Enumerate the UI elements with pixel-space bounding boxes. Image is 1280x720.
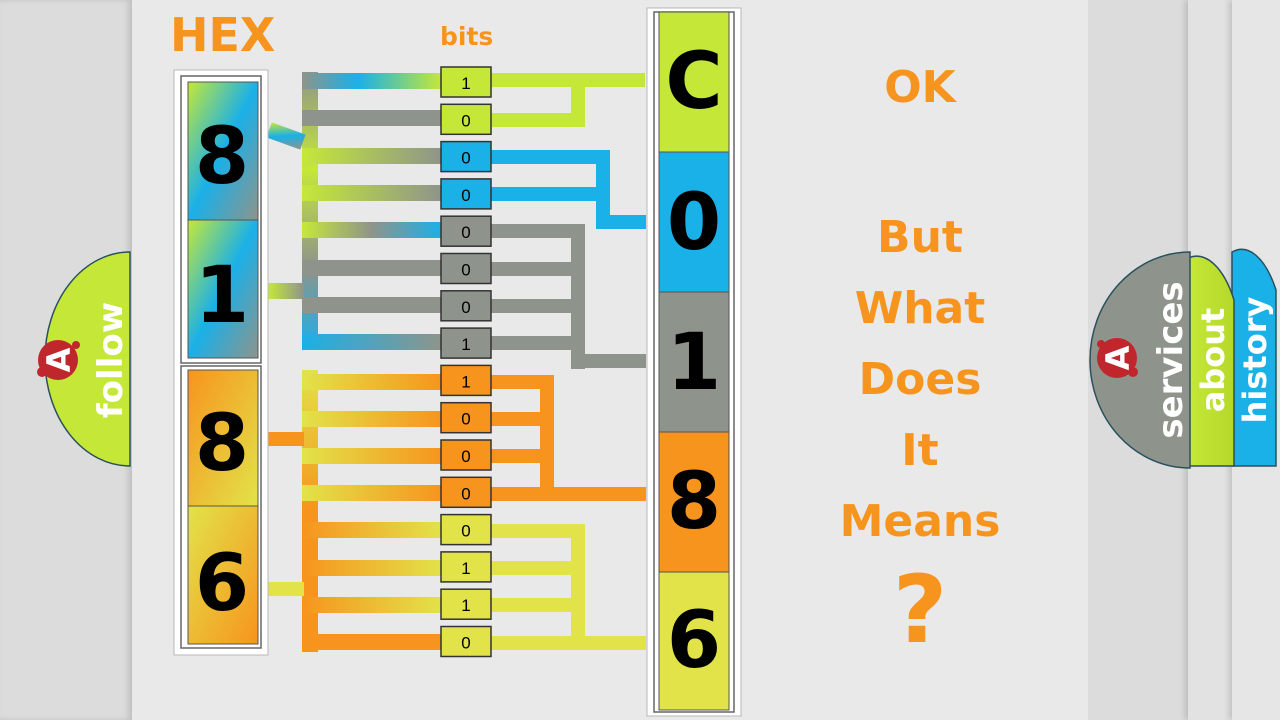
result-digit: 8 (667, 457, 721, 547)
bit-box (440, 252, 492, 285)
result-digit-cell (658, 11, 730, 153)
history-tab[interactable]: history (1231, 248, 1277, 467)
bit-box (440, 625, 492, 658)
bit-box (440, 476, 492, 509)
message-line: Means (839, 496, 1001, 547)
bit-value: 1 (461, 74, 470, 93)
bit-value: 0 (461, 410, 470, 429)
bit-value: 0 (461, 298, 470, 317)
message-block: OK But What Does It Means ? (820, 60, 1020, 661)
logo-splat-icon (38, 340, 78, 380)
bit-value: 0 (461, 447, 470, 466)
question-mark: ? (892, 556, 948, 665)
bit-box (440, 290, 492, 322)
bit-value: 1 (461, 559, 470, 578)
hex-digit: 6 (195, 539, 249, 629)
bit-value: 0 (461, 522, 470, 541)
wires-top-group (266, 72, 646, 369)
bit-box (440, 66, 492, 98)
bit-value: 0 (461, 149, 470, 168)
bit-value: 0 (461, 261, 470, 280)
bit-box (440, 513, 492, 546)
about-tab[interactable]: about (1187, 255, 1235, 467)
services-logo-splat-icon (1097, 338, 1137, 378)
bit-box (440, 439, 492, 471)
result-digit-cell (658, 431, 730, 573)
hex-digit-cell (187, 369, 259, 507)
bit-box (440, 588, 492, 620)
follow-tab-label: follow (91, 302, 131, 418)
services-logo-letter: A (1099, 345, 1137, 370)
message-line: But (877, 212, 963, 263)
result-digit: 1 (667, 318, 721, 408)
bit-box (440, 140, 492, 173)
bit-box (440, 551, 492, 583)
message-ok: OK (884, 62, 956, 113)
bit-box (440, 364, 492, 397)
bits-title: bits (440, 22, 494, 51)
bit-value: 0 (461, 186, 470, 205)
history-tab-label: history (1236, 297, 1274, 424)
bit-value: 0 (461, 223, 470, 242)
bit-box (440, 103, 492, 136)
hex-digit: 1 (195, 251, 249, 341)
result-digit: 6 (667, 596, 721, 686)
bit-box (440, 327, 492, 359)
bit-value: 0 (461, 484, 470, 503)
services-tab[interactable]: A services (1089, 251, 1191, 469)
hex-digit: 8 (195, 399, 249, 489)
bit-value: 1 (461, 335, 470, 354)
hex-digit: 8 (195, 112, 249, 202)
message-line: What (854, 283, 986, 334)
hex-digit-cell (187, 505, 259, 645)
result-digit: C (665, 37, 722, 127)
bits-column: 1 0 0 0 0 0 0 1 1 0 0 0 0 1 1 0 (440, 66, 492, 658)
bit-value: 1 (461, 372, 470, 391)
message-line: Does (858, 354, 982, 405)
wires-bottom-group (268, 370, 646, 652)
result-digit-cell (658, 151, 730, 293)
services-tab-label: services (1151, 281, 1191, 438)
message-line: It (901, 425, 939, 476)
logo-letter: A (40, 347, 78, 372)
bit-box (440, 401, 492, 434)
hex-title: HEX (170, 8, 276, 62)
bit-box (440, 178, 492, 210)
bit-box (440, 215, 492, 247)
hex-digit-cell (187, 219, 259, 359)
result-digit: 0 (667, 178, 721, 268)
bit-value: 0 (461, 111, 470, 130)
hex-digit-cell (187, 81, 259, 221)
result-digit-column: C 0 1 8 6 (646, 7, 742, 717)
hex-digit-column: 8 1 8 6 (173, 69, 269, 656)
follow-tab[interactable]: A follow (37, 251, 131, 467)
about-tab-label: about (1194, 308, 1232, 413)
bit-value: 0 (461, 634, 470, 653)
bit-value: 1 (461, 596, 470, 615)
result-digit-cell (658, 571, 730, 711)
